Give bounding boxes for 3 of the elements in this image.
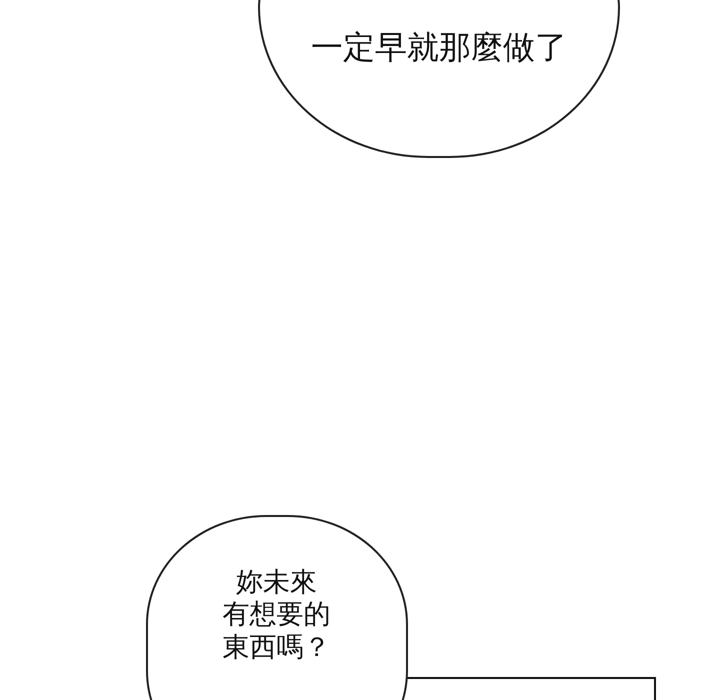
speech-bubble <box>146 515 408 700</box>
dialogue-text: 一定早就那麼做了 <box>311 28 567 66</box>
dialogue-text: 妳未來有想要的東西嗎？ <box>222 567 332 664</box>
